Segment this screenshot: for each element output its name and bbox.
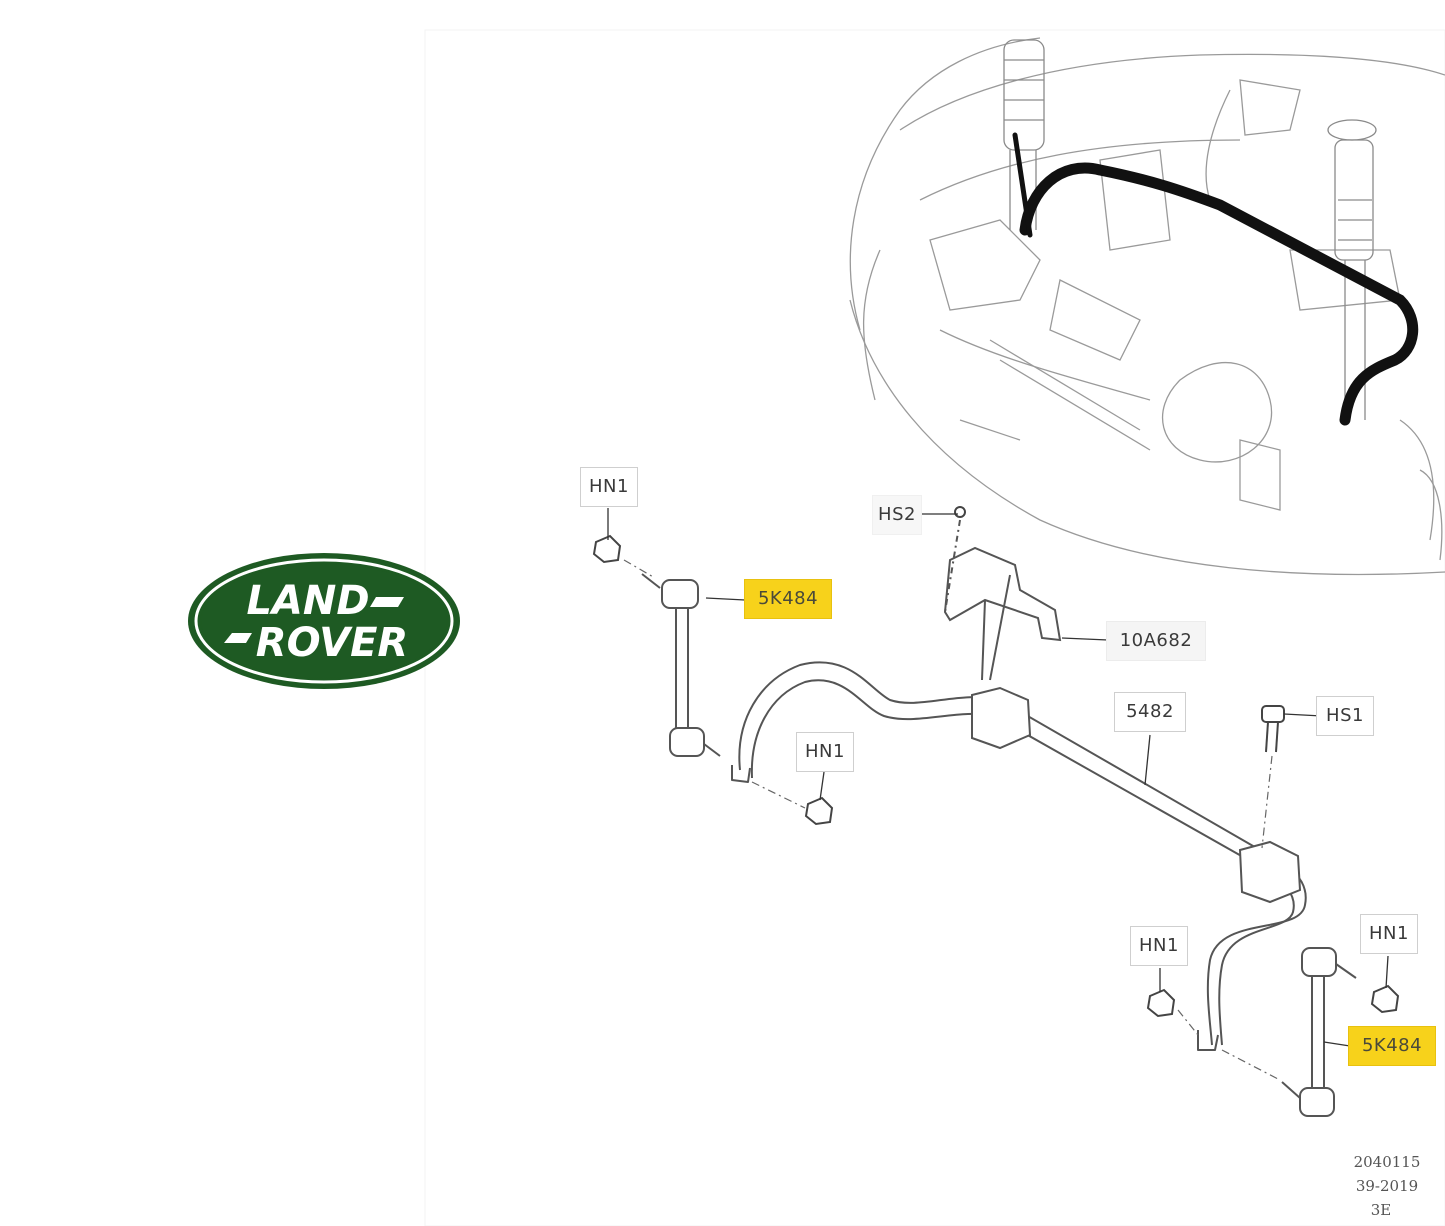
logo-line-land: LAND	[246, 578, 369, 624]
callout-5482: 5482	[1114, 692, 1186, 732]
callout-hs2: HS2	[872, 495, 922, 535]
callout-5k484-bottom: 5K484	[1348, 1026, 1436, 1066]
land-rover-logo: LAND ROVER	[188, 553, 460, 689]
nuts-and-bolts	[592, 506, 1400, 1018]
reference-date: 39-2019	[1355, 1177, 1419, 1195]
callout-hn1-top: HN1	[580, 467, 638, 507]
vehicle-front-sketch	[849, 37, 1445, 576]
stabilizer-bushings	[971, 686, 1302, 904]
leader-lines	[607, 508, 1389, 1047]
logo-arrow-left	[224, 633, 252, 643]
callout-hn1-bottom-right: HN1	[1360, 914, 1418, 954]
reference-code: 2040115	[1353, 1153, 1421, 1171]
logo-arrow-right	[370, 597, 404, 607]
assembly-lines	[623, 559, 1281, 1081]
callout-hn1-mid: HN1	[796, 732, 854, 772]
callout-5k484-top: 5K484	[744, 579, 832, 619]
stabilizer-links	[641, 573, 1357, 1117]
callout-hn1-bottom-left: HN1	[1130, 926, 1188, 966]
reference-revision: 3E	[1370, 1201, 1392, 1219]
callout-10a682: 10A682	[1106, 621, 1206, 661]
installed-stabilizer-bar	[1012, 132, 1419, 426]
callout-hs1: HS1	[1316, 696, 1374, 736]
bushing-bracket	[943, 519, 1062, 681]
logo-line-rover: ROVER	[256, 620, 408, 666]
